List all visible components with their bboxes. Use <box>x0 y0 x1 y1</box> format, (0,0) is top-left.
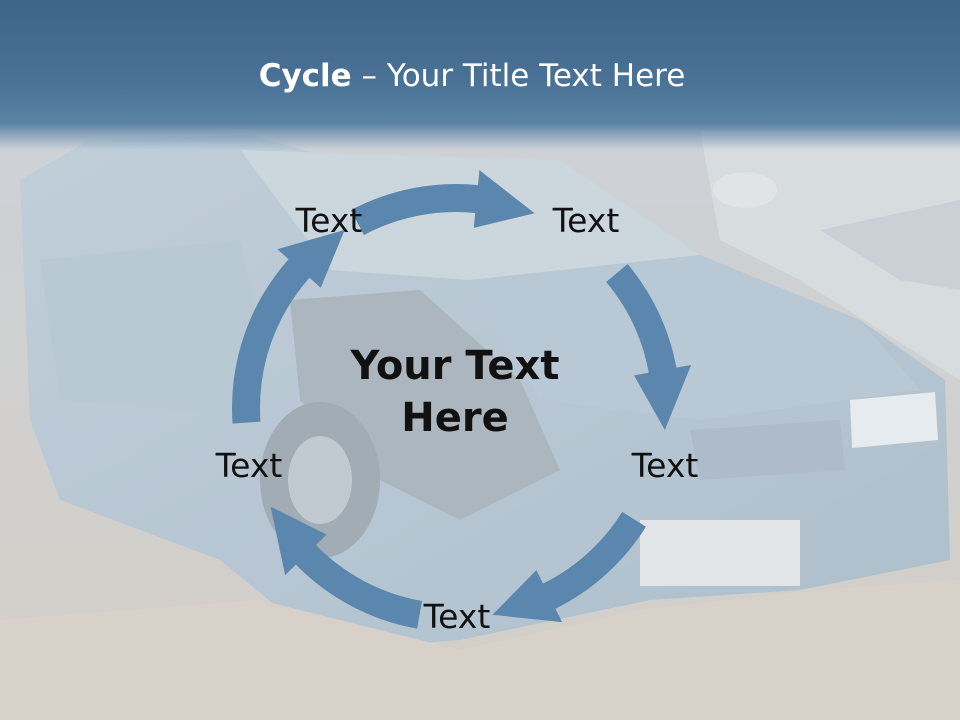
cycle-arrow-4 <box>270 506 422 629</box>
cycle-arrow-2 <box>606 264 692 430</box>
cycle-node-label-1: Text <box>295 201 363 240</box>
title-band <box>0 0 960 150</box>
slide-title-bold: Cycle <box>258 58 352 94</box>
slide-title: Cycle – Your Title Text Here <box>0 56 944 96</box>
cycle-node-label-2: Text <box>552 201 620 240</box>
cycle-arrow-3 <box>492 511 646 623</box>
cycle-node-label-3: Text <box>631 446 699 485</box>
cycle-node-label-5: Text <box>215 446 283 485</box>
center-text-line-1: Your Text <box>350 343 560 389</box>
cycle-arrow-1 <box>350 170 535 235</box>
cycle-arrow-5 <box>232 229 345 424</box>
slide-title-rest: – Your Title Text Here <box>351 58 686 94</box>
center-text: Your Text Here <box>320 340 590 444</box>
cycle-node-label-4: Text <box>423 597 491 636</box>
cycle-arrows <box>232 170 692 629</box>
center-text-line-2: Here <box>401 395 509 441</box>
